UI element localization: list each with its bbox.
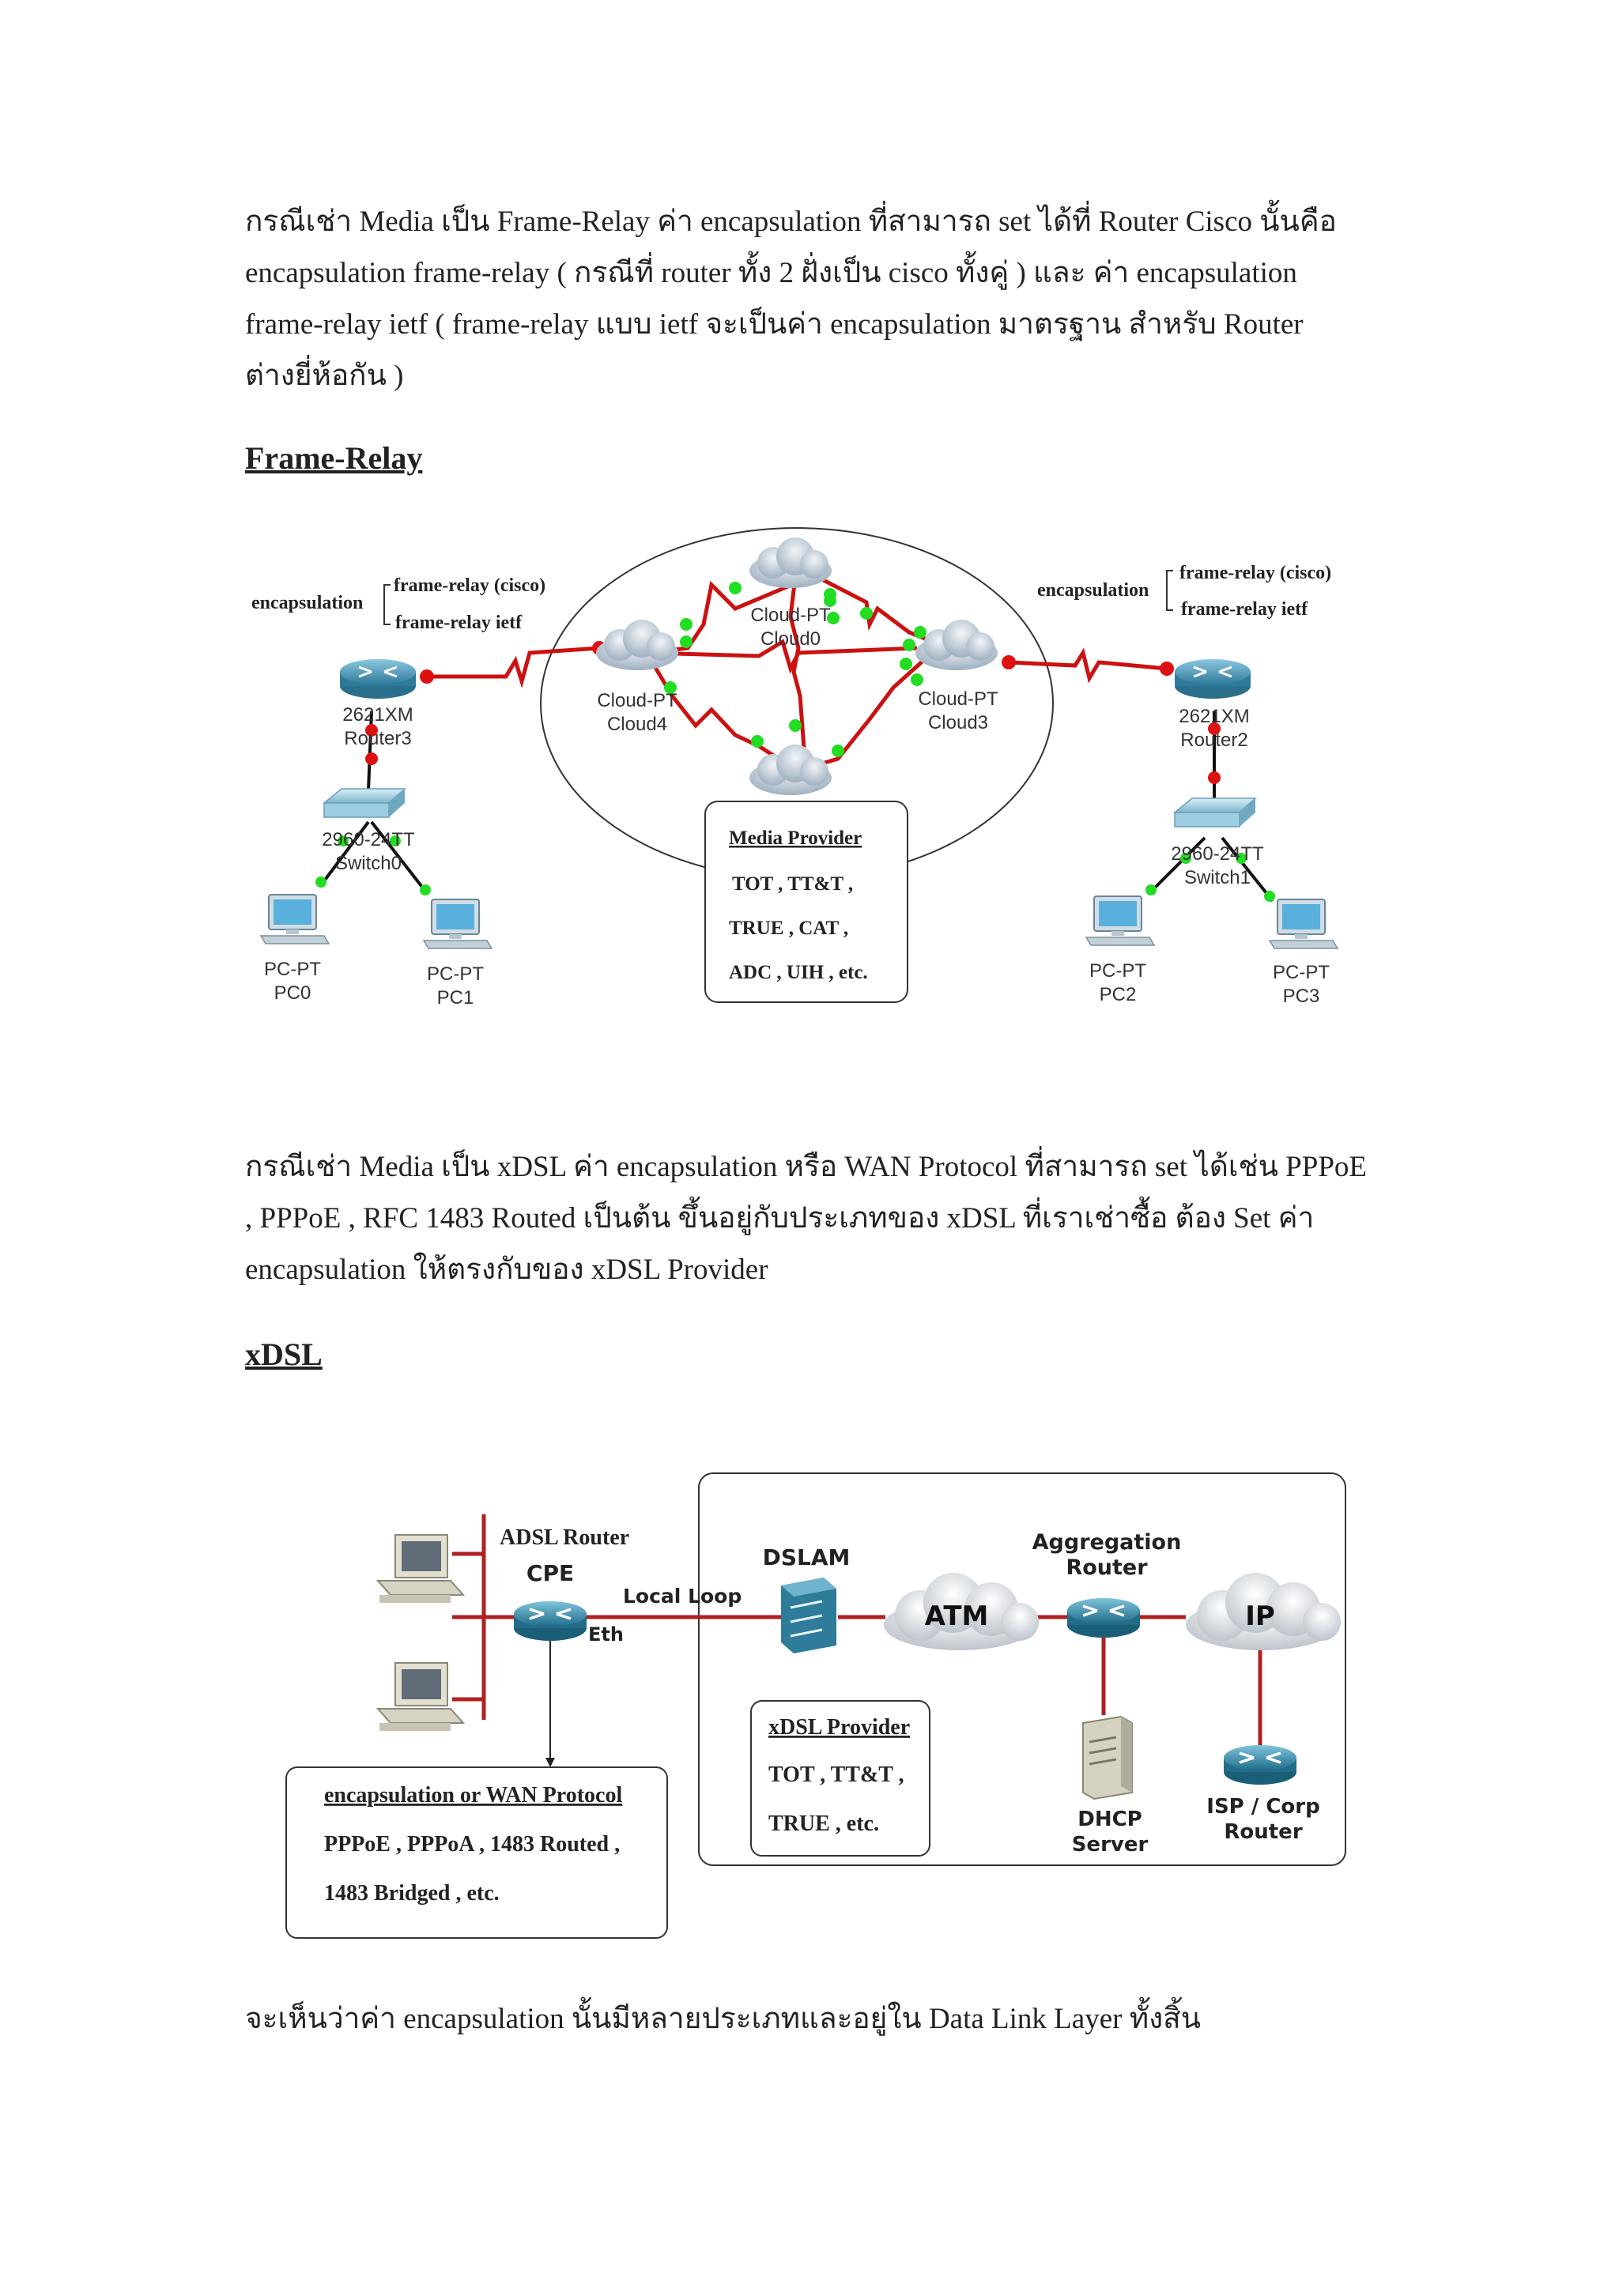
encap-box-line-1: PPPoE , PPPoA , 1483 Routed , <box>324 1832 620 1857</box>
pc3-name-label: PC3 <box>1283 986 1320 1007</box>
media-provider-line-3: ADC , UIH , etc. <box>729 962 868 983</box>
pc1-type-label: PC-PT <box>427 963 484 985</box>
left-encap-option-2: frame-relay ietf <box>395 613 523 633</box>
media-provider-line-1: TOT , TT&T , <box>732 873 853 895</box>
pc2-type-label: PC-PT <box>1089 960 1146 982</box>
xdsl-provider-line-1: TOT , TT&T , <box>768 1763 904 1787</box>
xdsl-heading: xDSL <box>245 1337 323 1372</box>
xdsl-line-1: กรณีเช่า Media เป็น xDSL ค่า encapsulati… <box>245 1151 1368 1183</box>
router3-model-label: 2621XM <box>342 704 413 726</box>
dslam-label: DSLAM <box>763 1544 851 1570</box>
switch0-icon <box>323 788 406 818</box>
frame-relay-diagram: Cloud-PT Cloud0 Cloud-PT Cloud4 Cloud-PT… <box>251 527 1338 1009</box>
customer-pc-2-icon <box>377 1662 464 1732</box>
media-provider-title: Media Provider <box>729 828 862 849</box>
cloud4-icon <box>596 620 678 670</box>
cloud3-type-label: Cloud-PT <box>918 688 998 710</box>
atm-label: ATM <box>925 1600 989 1632</box>
pc2-icon <box>1085 895 1155 946</box>
isp-router-icon <box>1222 1744 1298 1786</box>
intro-line-4: ต่างยี่ห้อกัน ) <box>245 360 404 392</box>
right-encap-option-2: frame-relay ietf <box>1181 599 1308 620</box>
left-encap-label: encapsulation <box>251 593 363 613</box>
pc1-icon <box>423 899 492 949</box>
dhcp-label-2: Server <box>1072 1833 1149 1857</box>
eth-label: Eth <box>588 1623 624 1646</box>
router2-model-label: 2621XM <box>1179 706 1249 727</box>
isp-label-1: ISP / Corp <box>1206 1795 1319 1819</box>
pc1-name-label: PC1 <box>437 987 474 1009</box>
switch1-name-label: Switch1 <box>1184 867 1251 888</box>
xdsl-provider-line-2: TRUE , etc. <box>768 1812 879 1836</box>
cpe-router-icon <box>512 1600 588 1642</box>
encap-protocol-box <box>285 1766 668 1939</box>
switch1-icon <box>1174 797 1256 828</box>
xdsl-diagram: ADSL Router CPE Eth Local Loop DSLAM ATM… <box>285 1472 1346 1939</box>
xdsl-provider-title: xDSL Provider <box>768 1715 910 1740</box>
cloud0-icon <box>749 537 832 588</box>
pc3-icon <box>1269 899 1338 949</box>
router3-icon <box>338 658 417 700</box>
local-loop-label: Local Loop <box>623 1585 742 1608</box>
switch0-name-label: Switch0 <box>335 853 402 874</box>
media-provider-line-2: TRUE , CAT , <box>729 918 848 939</box>
cloud3-name-label: Cloud3 <box>928 712 988 733</box>
switch0-model-label: 2960-24TT <box>322 829 415 850</box>
router2-icon <box>1173 658 1252 700</box>
cloud0-type-label: Cloud-PT <box>750 605 831 626</box>
isp-label-2: Router <box>1224 1820 1302 1844</box>
cloud4-name-label: Cloud4 <box>607 714 667 735</box>
intro-line-3: frame-relay ietf ( frame-relay แบบ ietf … <box>245 308 1304 341</box>
pc0-name-label: PC0 <box>274 982 311 1004</box>
dslam-icon <box>781 1578 836 1653</box>
left-encap-option-1: frame-relay (cisco) <box>394 575 545 596</box>
cpe-label: CPE <box>526 1560 574 1586</box>
conclusion-line: จะเห็นว่าค่า encapsulation นั้นมีหลายประ… <box>245 2003 1202 2035</box>
switch1-model-label: 2960-24TT <box>1171 843 1264 865</box>
encap-box-title: encapsulation or WAN Protocol <box>324 1783 622 1808</box>
cloud4-type-label: Cloud-PT <box>597 690 677 711</box>
pc2-name-label: PC2 <box>1100 984 1137 1005</box>
adsl-router-label: ADSL Router <box>500 1525 629 1550</box>
aggregation-label-2: Router <box>1066 1555 1148 1580</box>
router2-name-label: Router2 <box>1180 730 1247 751</box>
xdsl-line-3: encapsulation ให้ตรงกับของ xDSL Provider <box>245 1254 768 1286</box>
xdsl-provider-box <box>750 1700 930 1857</box>
ip-label: IP <box>1245 1600 1275 1632</box>
aggregation-router-icon <box>1066 1597 1142 1639</box>
router3-name-label: Router3 <box>344 728 411 749</box>
cloud3-icon <box>915 620 998 670</box>
xdsl-line-2: , PPPoE , RFC 1483 Routed เป็นต้น ขึ้นอย… <box>245 1202 1315 1235</box>
right-encap-option-1: frame-relay (cisco) <box>1179 563 1331 583</box>
cloud0-name-label: Cloud0 <box>760 628 821 650</box>
encap-box-line-2: 1483 Bridged , etc. <box>324 1881 500 1906</box>
frame-relay-heading: Frame-Relay <box>245 440 423 476</box>
intro-line-1: กรณีเช่า Media เป็น Frame-Relay ค่า enca… <box>245 205 1337 238</box>
intro-line-2: encapsulation frame-relay ( กรณีที่ rout… <box>245 257 1297 289</box>
cloud-bottom-icon <box>749 745 832 795</box>
xdsl-links <box>452 1514 1262 1767</box>
pc0-icon <box>260 894 330 944</box>
dhcp-server-icon <box>1082 1715 1133 1800</box>
media-provider-box <box>704 801 908 1003</box>
right-encap-bracket <box>1166 570 1173 611</box>
right-encap-label: encapsulation <box>1037 580 1149 601</box>
aggregation-label-1: Aggregation <box>1032 1530 1182 1555</box>
left-encap-bracket <box>383 584 391 625</box>
pc0-type-label: PC-PT <box>264 959 321 980</box>
pc3-type-label: PC-PT <box>1273 962 1330 983</box>
dhcp-label-1: DHCP <box>1077 1808 1142 1831</box>
customer-pc-1-icon <box>377 1534 464 1604</box>
